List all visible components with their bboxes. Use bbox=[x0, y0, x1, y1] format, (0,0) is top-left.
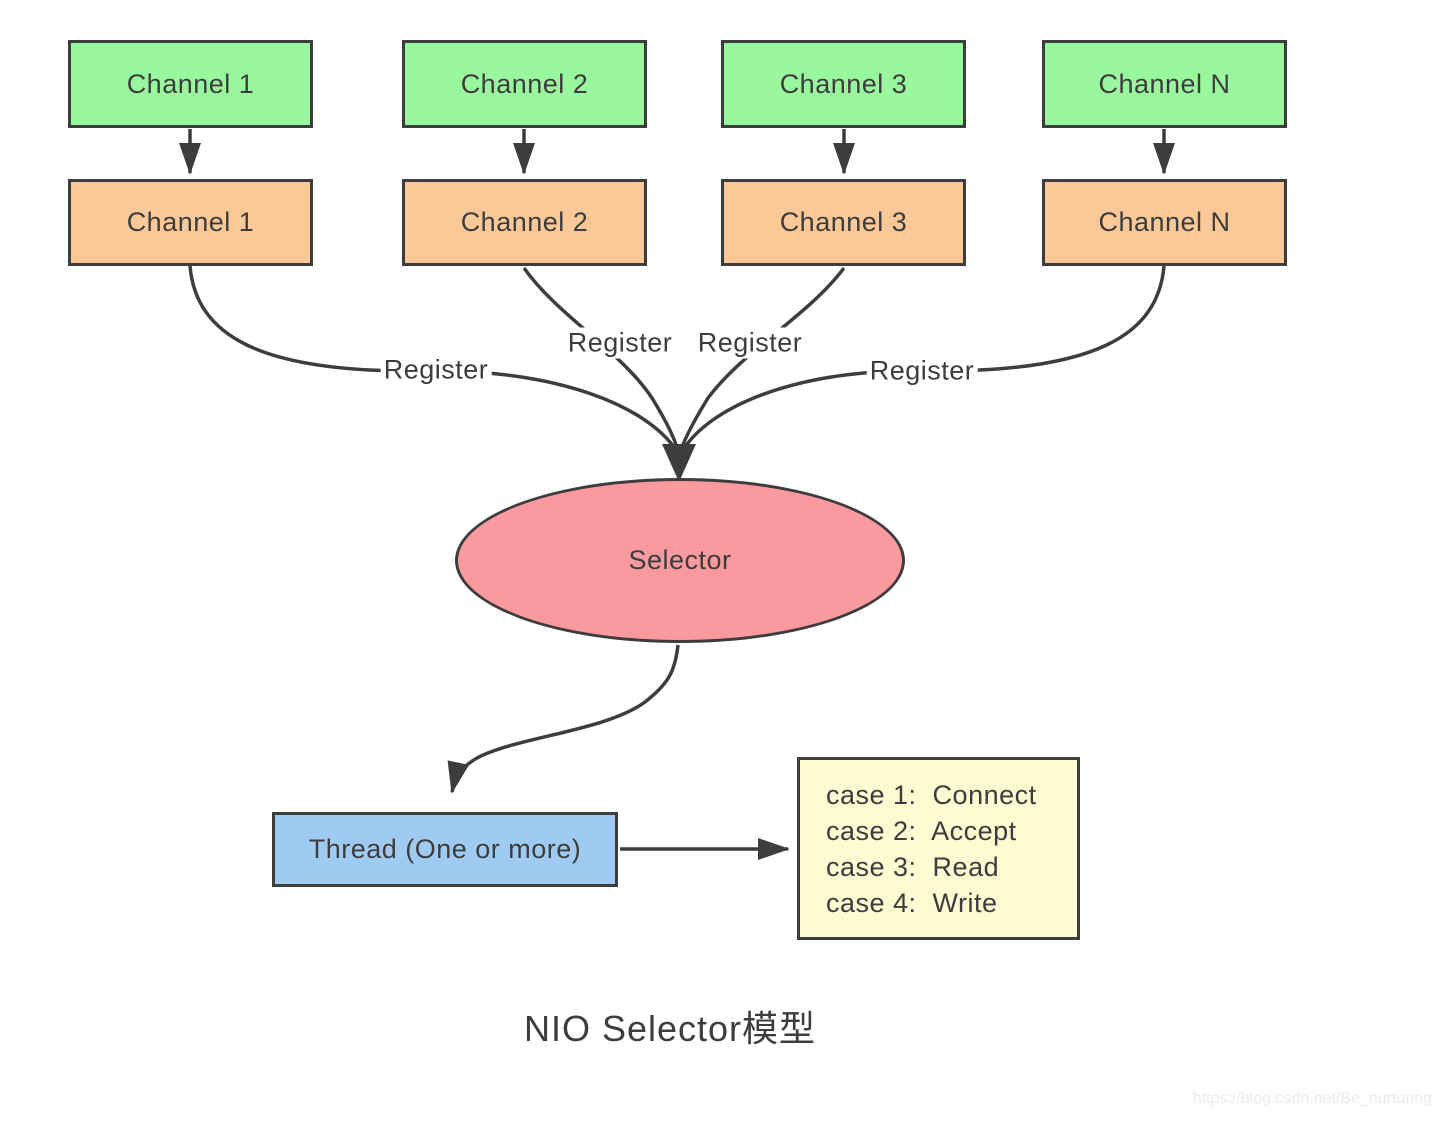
case-line-connect: case 1: Connect bbox=[826, 779, 1037, 810]
selector-to-thread-arrow bbox=[447, 644, 680, 794]
register-label-3: Register bbox=[694, 327, 806, 359]
channel-bottom-box-1: Channel 1 bbox=[68, 179, 313, 266]
register-label-1: Register bbox=[380, 354, 492, 386]
selector-ellipse: Selector bbox=[455, 478, 905, 643]
watermark-url: https://blog.csdn.net/Be_nurturing bbox=[1192, 1090, 1432, 1107]
case-box: case 1: Connect case 2: Accept case 3: R… bbox=[797, 757, 1080, 940]
channel-top-box-n: Channel N bbox=[1042, 40, 1287, 128]
register-curves bbox=[188, 265, 1166, 451]
channel-bottom-box-3: Channel 3 bbox=[721, 179, 966, 266]
selector-label: Selector bbox=[628, 545, 732, 575]
case-line-read: case 3: Read bbox=[826, 851, 1000, 882]
channel-bottom-box-2: Channel 2 bbox=[402, 179, 647, 266]
channel-bottom-box-n: Channel N bbox=[1042, 179, 1287, 266]
thread-box: Thread (One or more) bbox=[272, 812, 618, 887]
channel-down-arrow-icon bbox=[179, 129, 1175, 175]
channel-top-box-2: Channel 2 bbox=[402, 40, 647, 128]
diagram-title: NIO Selector模型 bbox=[523, 1008, 817, 1049]
case-line-write: case 4: Write bbox=[826, 887, 998, 918]
converge-arrowhead-icon bbox=[662, 444, 696, 482]
channel-top-box-3: Channel 3 bbox=[721, 40, 966, 128]
channel-top-box-1: Channel 1 bbox=[68, 40, 313, 128]
register-label-2: Register bbox=[564, 327, 676, 359]
case-line-accept: case 2: Accept bbox=[826, 815, 1017, 846]
register-label-4: Register bbox=[866, 355, 978, 387]
